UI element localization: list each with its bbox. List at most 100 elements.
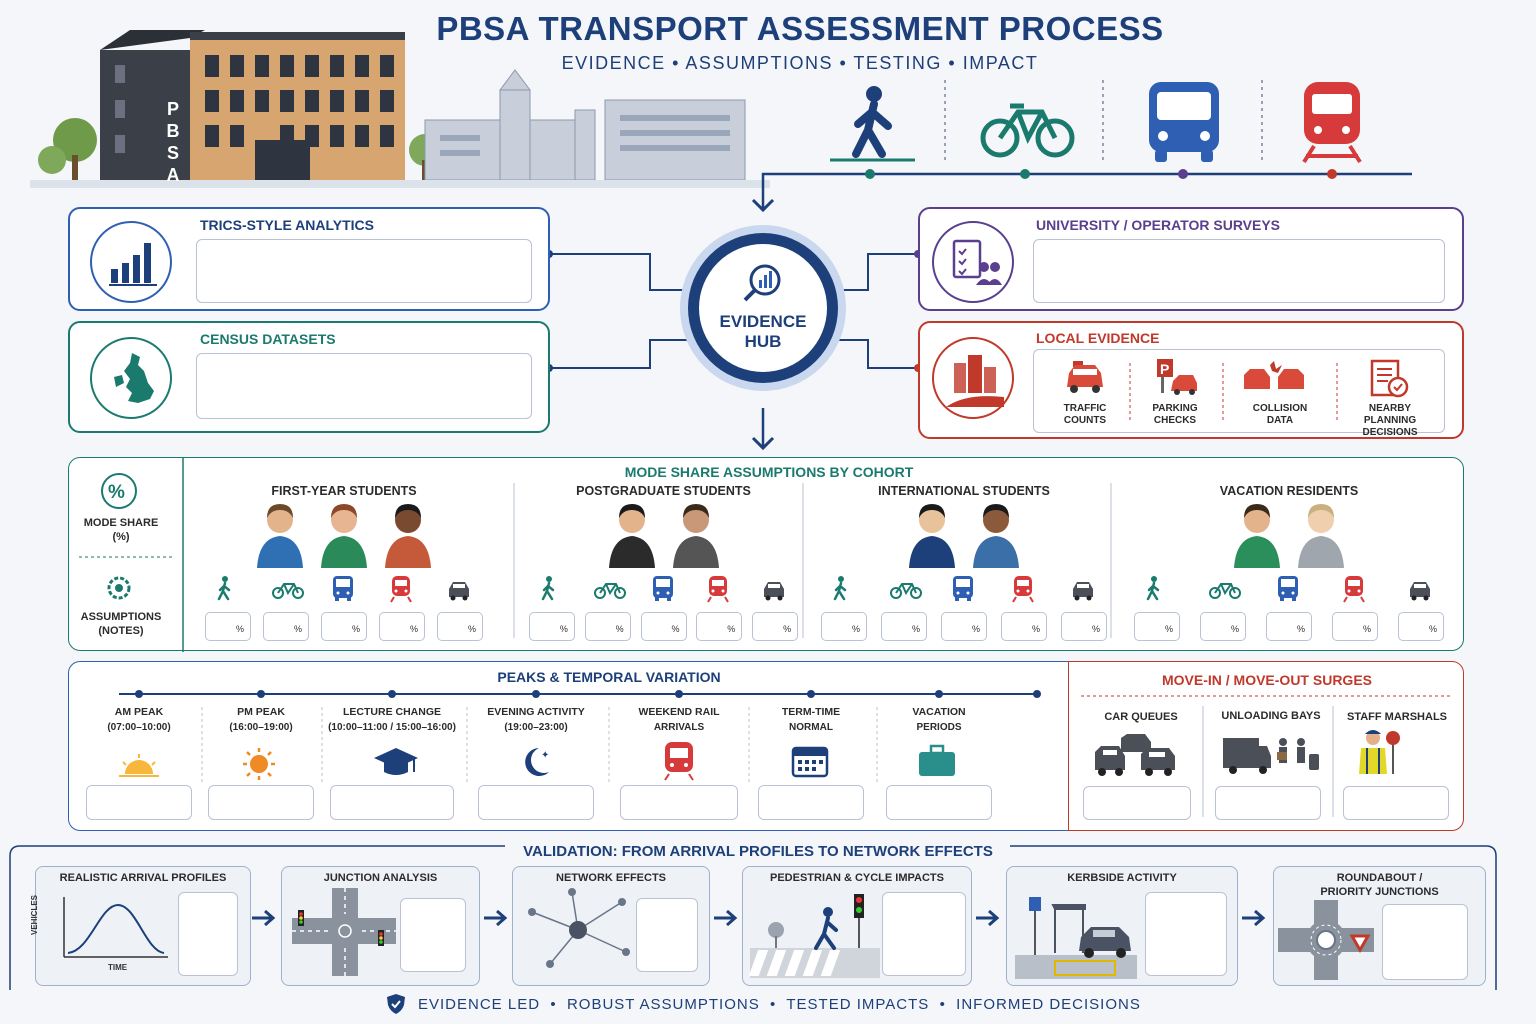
mode-share-input[interactable]: %	[528, 612, 575, 641]
surveys-icon-circle	[932, 221, 1014, 303]
sun-icon	[243, 748, 275, 780]
cycle-mode-icon	[1209, 583, 1241, 599]
census-panel: CENSUS DATASETS	[68, 321, 550, 433]
census-title: CENSUS DATASETS	[200, 331, 336, 347]
surge-car-queues-box[interactable]	[1083, 786, 1191, 820]
student-avatar	[909, 504, 955, 568]
bus-icon	[1149, 82, 1219, 162]
peak-time: (10:00–11:00 / 15:00–16:00)	[328, 722, 456, 733]
mode-share-label: MODE SHARE (%)	[83, 517, 159, 543]
mode-share-input[interactable]: %	[881, 612, 927, 641]
student-avatar	[608, 504, 655, 568]
peak-notes-box[interactable]	[620, 785, 738, 820]
peak-time: ARRIVALS	[653, 722, 705, 733]
surveys-title: UNIVERSITY / OPERATOR SURVEYS	[1036, 217, 1281, 233]
mode-share-input[interactable]: %	[584, 612, 631, 641]
mode-share-input[interactable]: %	[321, 612, 367, 641]
bus-mode-icon	[652, 576, 673, 601]
peak-notes-box[interactable]	[208, 785, 314, 820]
mode-share-input[interactable]: %	[1332, 612, 1378, 641]
mode-share-input[interactable]: %	[640, 612, 687, 641]
sunrise-icon	[119, 754, 159, 777]
mode-share-title: MODE SHARE ASSUMPTIONS BY COHORT	[624, 464, 914, 480]
mode-share-input[interactable]: %	[752, 612, 799, 641]
mode-share-input[interactable]: %	[1061, 612, 1107, 641]
mode-share-input[interactable]: %	[205, 612, 251, 641]
peak-notes-box[interactable]	[86, 785, 192, 820]
collision-icon	[1244, 361, 1304, 389]
train-mode-icon	[1343, 576, 1365, 603]
mode-share-input[interactable]: %	[696, 612, 743, 641]
evidence-hub: EVIDENCE HUB	[680, 225, 846, 391]
mode-share-input[interactable]: %	[1001, 612, 1047, 641]
mode-share-input[interactable]: %	[263, 612, 309, 641]
mode-share-input[interactable]: %	[1266, 612, 1312, 641]
bar-chart-icon	[109, 243, 157, 286]
peak-notes-box[interactable]	[758, 785, 864, 820]
validation-notes-box[interactable]	[636, 898, 698, 972]
peak-name: EVENING ACTIVITY	[487, 706, 585, 718]
peak-notes-box[interactable]	[478, 785, 594, 820]
peak-notes-box[interactable]	[330, 785, 454, 820]
peak-time: (19:00–23:00)	[504, 722, 568, 733]
hub-label: EVIDENCE HUB	[719, 312, 807, 351]
rail-icon	[664, 742, 694, 781]
bus-mode-icon	[1278, 576, 1298, 601]
arrival-profile-curve	[63, 897, 168, 958]
traffic-counts-icon	[1067, 361, 1103, 393]
calendar-icon	[791, 746, 829, 778]
validation-step-title: ROUNDABOUT / PRIORITY JUNCTIONS	[1320, 872, 1439, 898]
surge-unloading-bays-box[interactable]	[1215, 786, 1321, 820]
validation-step-title: KERBSIDE ACTIVITY	[1067, 872, 1177, 884]
validation-notes-box[interactable]	[882, 892, 966, 976]
arrival-axis-y: VEHICLES	[30, 894, 39, 935]
validation-notes-box[interactable]	[1145, 892, 1227, 976]
local-item-traffic-counts: TRAFFIC COUNTS	[1063, 403, 1107, 426]
peak-time: (07:00–10:00)	[107, 722, 171, 733]
walk-icon	[830, 86, 915, 162]
mode-share-input[interactable]: %	[1134, 612, 1180, 641]
census-notes-box[interactable]	[196, 353, 532, 419]
walk-mode-icon	[217, 576, 231, 601]
student-avatar	[672, 504, 719, 568]
surge-unloading-bays-label: UNLOADING BAYS	[1221, 710, 1321, 722]
bicycle-icon	[980, 103, 1075, 158]
surge-staff-marshals-label: STAFF MARSHALS	[1346, 711, 1447, 723]
mode-share-input[interactable]: %	[821, 612, 867, 641]
walk-mode-icon	[1146, 576, 1160, 601]
peaks-panel: PEAKS & TEMPORAL VARIATION ✦ AM PEAK(07:…	[68, 661, 1068, 831]
validation-notes-box[interactable]	[1382, 904, 1468, 980]
validation-notes-box[interactable]	[178, 892, 238, 976]
pedestrian-crossing-icon	[748, 894, 880, 978]
peak-time: NORMAL	[789, 722, 833, 733]
page-title: PBSA TRANSPORT ASSESSMENT PROCESS	[436, 10, 1164, 47]
local-item-collision-data: COLLISION DATA	[1252, 403, 1308, 426]
peak-notes-box[interactable]	[886, 785, 992, 820]
planning-document-icon	[1370, 359, 1409, 398]
surveys-notes-box[interactable]	[1033, 239, 1445, 303]
validation-notes-box[interactable]	[400, 898, 466, 972]
surges-panel: MOVE-IN / MOVE-OUT SURGES CAR QUEUES UNL…	[1068, 661, 1464, 831]
surge-staff-marshals-box[interactable]	[1343, 786, 1449, 820]
cycle-mode-icon	[593, 583, 626, 599]
parking-icon: P	[1157, 359, 1197, 395]
bus-mode-icon	[953, 576, 973, 601]
mode-share-input[interactable]: %	[941, 612, 987, 641]
mode-share-structure: %	[79, 458, 1112, 652]
mode-share-input[interactable]: %	[1200, 612, 1246, 641]
magnifier-chart-icon	[743, 264, 781, 302]
mode-share-input[interactable]: %	[437, 612, 483, 641]
svg-text:P: P	[1160, 361, 1169, 377]
unloading-van-icon	[1223, 738, 1319, 774]
mode-share-input[interactable]: %	[379, 612, 425, 641]
trics-notes-box[interactable]	[196, 239, 532, 303]
car-queue-icon	[1095, 734, 1175, 776]
student-avatar	[385, 504, 431, 568]
bus-mode-icon	[333, 576, 353, 601]
student-avatar	[321, 504, 367, 568]
cycle-mode-icon	[272, 583, 304, 599]
student-avatar	[1298, 504, 1344, 568]
mode-share-input[interactable]: %	[1398, 612, 1444, 641]
junction-icon	[292, 888, 396, 976]
footer-tagline: EVIDENCE LED • ROBUST ASSUMPTIONS • TEST…	[418, 996, 1141, 1013]
